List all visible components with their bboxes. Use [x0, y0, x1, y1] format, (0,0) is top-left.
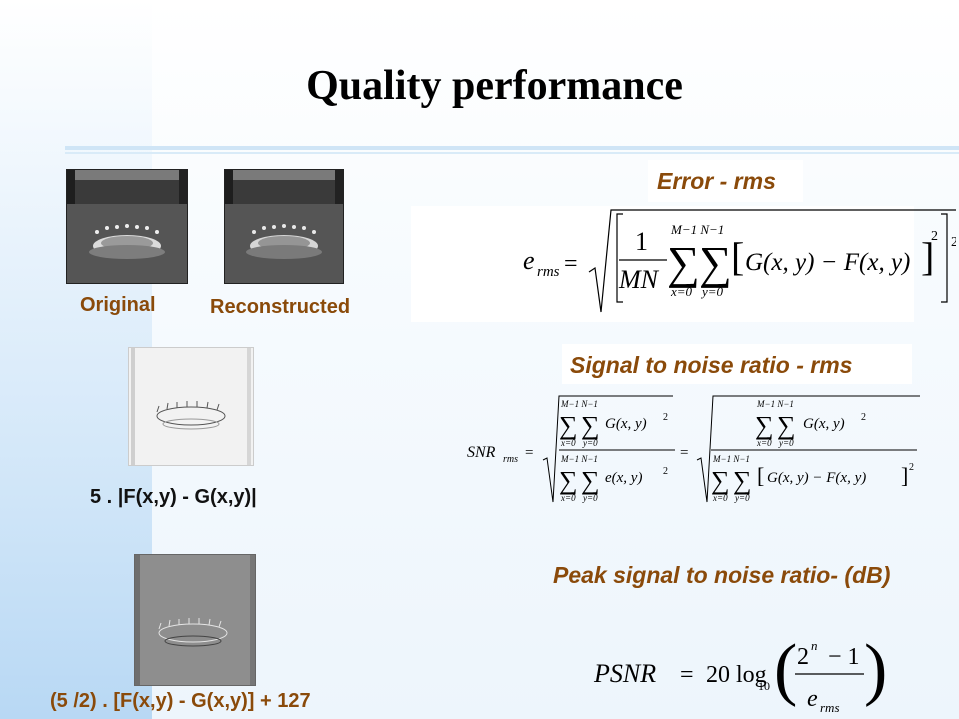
erms-one: 1: [635, 227, 648, 256]
snr-heading-box: [562, 344, 912, 384]
psnr-heading: Peak signal to noise ratio- (dB): [553, 562, 891, 588]
psnr-den: e: [807, 686, 818, 712]
svg-text:∑: ∑: [559, 411, 578, 440]
scaled-difference-label: (5 /2) . [F(x,y) - G(x,y)] + 127: [50, 690, 311, 712]
svg-text:x=0: x=0: [712, 493, 728, 503]
snr-heading: Signal to noise ratio - rms: [570, 352, 853, 378]
psnr-lparen: (: [774, 631, 797, 708]
svg-text:2: 2: [663, 466, 668, 477]
scaled-difference-splash-graphic: [135, 555, 255, 685]
snr-den-2: G(x, y) − F(x, y): [767, 470, 866, 486]
svg-text:y=0: y=0: [582, 493, 598, 503]
scaled-difference-image: [134, 554, 256, 686]
snr-formula: SNR rms = M−1 N−1 ∑∑ x=0 y=0 G(x, y) 2 M…: [467, 395, 920, 503]
erms-right-bracket: [941, 213, 948, 303]
original-image: [66, 169, 188, 284]
svg-text:[: [: [757, 463, 764, 488]
svg-text:∑: ∑: [711, 466, 730, 495]
snr-den-1: e(x, y): [605, 470, 642, 486]
snr-radical-1: [542, 395, 673, 503]
svg-text:y=0: y=0: [734, 493, 750, 503]
erms-sum-top: M−1 N−1: [670, 222, 724, 237]
psnr-mid: 20 log: [706, 662, 767, 688]
svg-text:]: ]: [901, 463, 908, 488]
svg-text:∑: ∑: [733, 466, 752, 495]
snr-radical-2: [696, 395, 920, 503]
svg-text:x=0: x=0: [756, 438, 772, 448]
psnr-base: 10: [758, 679, 770, 693]
psnr-rparen: ): [864, 631, 887, 708]
snr-num-top: M−1 N−1: [560, 399, 598, 409]
snr-num: G(x, y): [605, 416, 647, 432]
snr-num-2: G(x, y): [803, 416, 845, 432]
erms-MN: MN: [618, 265, 660, 294]
psnr-num: 2: [797, 644, 809, 670]
error-rms-heading-box: [648, 160, 803, 202]
svg-text:y=0: y=0: [778, 438, 794, 448]
erms-lhs: e: [523, 246, 535, 275]
erms-formula-box: [411, 206, 914, 322]
psnr-minus-one: − 1: [828, 644, 860, 670]
original-label: Original: [80, 294, 156, 316]
svg-text:2: 2: [861, 412, 866, 423]
svg-text:M−1 N−1: M−1 N−1: [560, 454, 598, 464]
svg-text:x=0: x=0: [560, 493, 576, 503]
svg-text:M−1 N−1: M−1 N−1: [712, 454, 750, 464]
svg-text:∑: ∑: [581, 411, 600, 440]
psnr-exp: n: [811, 638, 818, 653]
reconstructed-splash-graphic: [225, 170, 343, 283]
erms-sum-bottom-x: x=0: [670, 284, 693, 299]
erms-sigma-1: ∑: [667, 237, 700, 288]
svg-text:2: 2: [909, 462, 914, 473]
svg-text:∑: ∑: [755, 411, 774, 440]
title-divider-secondary: [65, 152, 959, 154]
erms-outer-square: 2: [951, 235, 956, 250]
difference-image: [128, 347, 254, 466]
erms-equals: =: [564, 251, 578, 277]
snr-equals-1: =: [525, 445, 533, 461]
slide-title: Quality performance: [306, 63, 683, 109]
svg-text:x=0: x=0: [560, 438, 576, 448]
erms-inner-lbracket: [: [731, 234, 744, 279]
svg-text:y=0: y=0: [582, 438, 598, 448]
error-rms-heading: Error - rms: [657, 168, 776, 194]
snr-equals-2: =: [680, 445, 688, 461]
slide-background-left: [0, 0, 152, 719]
svg-text:M−1 N−1: M−1 N−1: [756, 399, 794, 409]
psnr-formula: PSNR = 20 log 10 ( 2 n − 1 e rms ): [593, 631, 887, 715]
svg-text:2: 2: [663, 412, 668, 423]
svg-text:∑: ∑: [581, 466, 600, 495]
erms-inner-square: 2: [931, 229, 938, 244]
title-divider: [65, 146, 959, 150]
psnr-equals: =: [680, 662, 694, 688]
reconstructed-image: [224, 169, 344, 284]
psnr-lhs: PSNR: [593, 659, 656, 688]
erms-radical: [588, 209, 956, 313]
difference-label: 5 . |F(x,y) - G(x,y)|: [90, 486, 257, 508]
difference-splash-graphic: [129, 348, 253, 465]
erms-sum-bottom-y: y=0: [700, 284, 724, 299]
erms-sigma-2: ∑: [699, 237, 732, 288]
snr-lhs: SNR: [467, 444, 496, 461]
snr-lhs-sub: rms: [503, 454, 518, 465]
erms-body: G(x, y) − F(x, y): [745, 249, 910, 276]
erms-lhs-sub: rms: [537, 264, 560, 280]
psnr-den-sub: rms: [820, 700, 840, 715]
reconstructed-label: Reconstructed: [210, 296, 351, 318]
erms-left-bracket: [616, 213, 623, 303]
erms-formula: e rms = 2 1 MN M−1 N−1 ∑ ∑ x=0 y=0 [ G(x…: [523, 209, 956, 313]
original-splash-graphic: [67, 170, 187, 283]
svg-text:∑: ∑: [559, 466, 578, 495]
svg-text:∑: ∑: [777, 411, 796, 440]
erms-inner-rbracket: ]: [921, 234, 934, 279]
